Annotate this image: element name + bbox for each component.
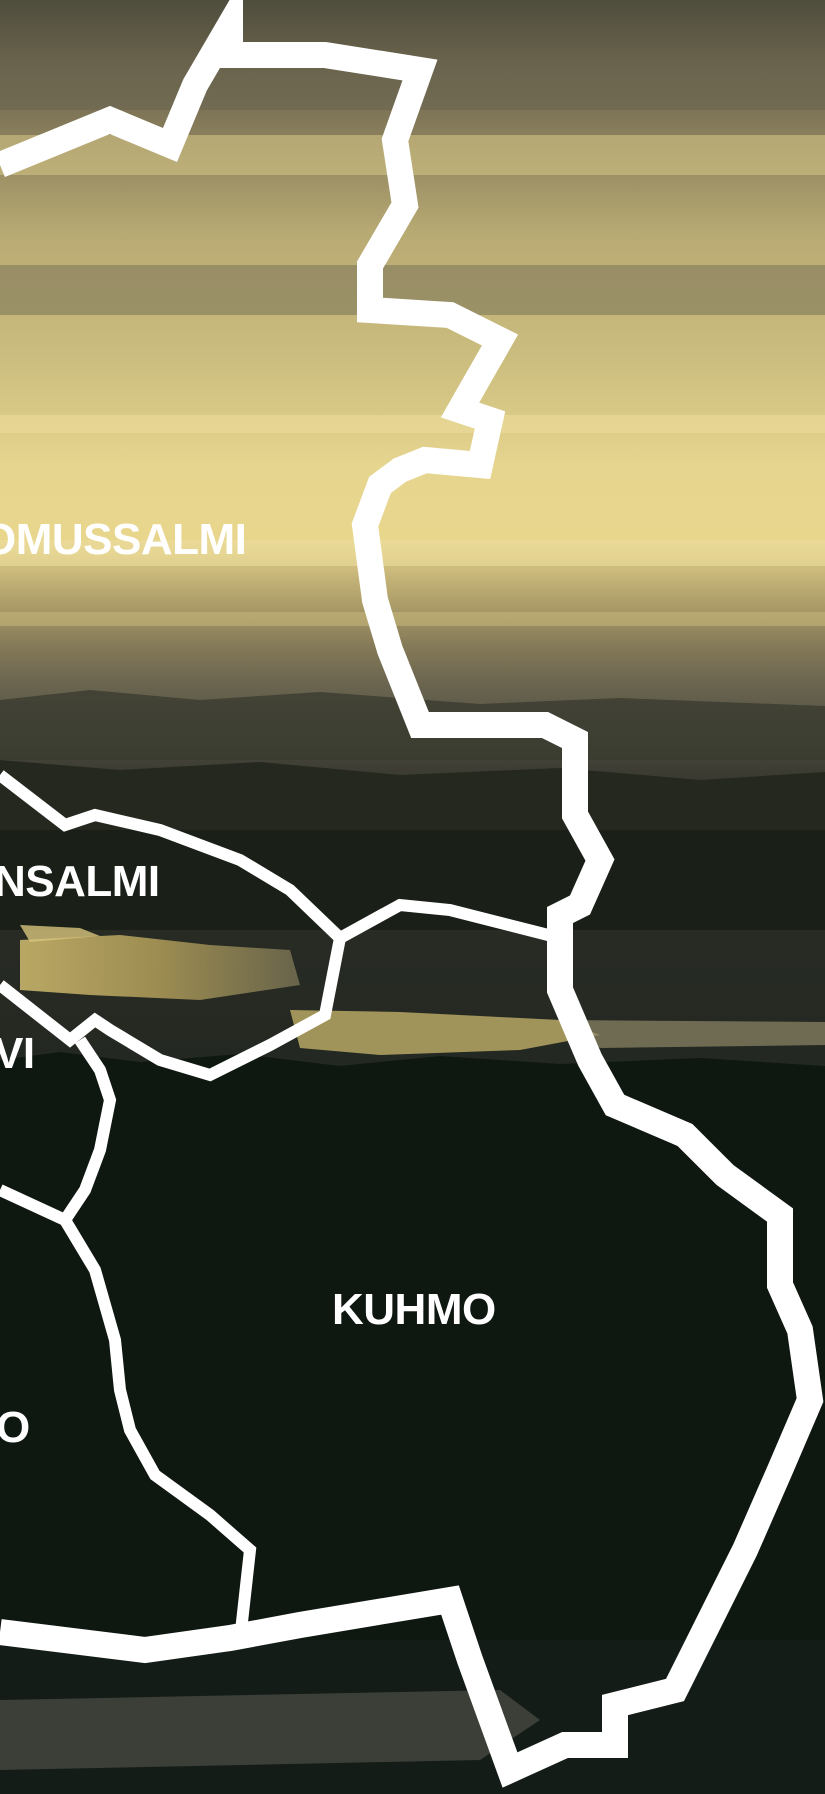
region-label-sotkamo: O (0, 1403, 30, 1452)
lake-bottom (0, 1690, 540, 1770)
border-hyrynsalmi-kuhmo (337, 898, 562, 944)
border-hyrynsalmi (0, 770, 347, 1082)
region-label-hyrynsalmi: NSALMI (0, 857, 160, 906)
border-sotkamo-kuhmo (59, 1216, 257, 1641)
region-label-kuhmo: KUHMO (332, 1285, 496, 1334)
forest (0, 1052, 825, 1794)
region-label-suomussalmi: OMUSSALMI (0, 515, 247, 564)
lake-central (290, 1010, 600, 1055)
lake-west (20, 935, 300, 1000)
lake-east (560, 1020, 825, 1048)
region-label-ristijarvi: VI (0, 1029, 35, 1078)
